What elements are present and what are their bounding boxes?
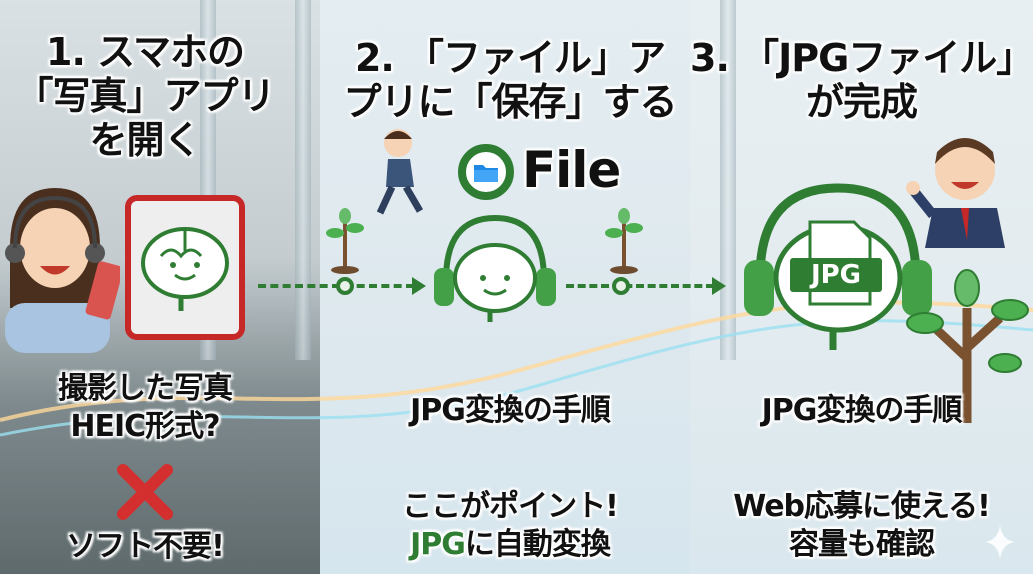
businessman-pointing-icon xyxy=(906,138,1005,248)
woman-with-phone-icon xyxy=(5,188,120,353)
step1-notes: 撮影した写真 HEIC形式? xyxy=(0,370,290,446)
step2-title-line: プリに「保存」する xyxy=(343,80,677,124)
step1-footer: ソフト不要! xyxy=(66,529,225,564)
files-app-label: File xyxy=(522,141,621,199)
step1-title-line: を開く xyxy=(89,118,201,162)
window-frame xyxy=(720,0,736,360)
step1-note-line: 撮影した写真 xyxy=(58,371,233,406)
flow-arrow-2 xyxy=(566,284,714,288)
photos-app-frame xyxy=(125,195,245,340)
step1-note-line: HEIC形式? xyxy=(70,409,220,444)
flow-node xyxy=(336,277,354,295)
step3-footer-line: 容量も確認 xyxy=(789,527,935,562)
step1-title: 1. スマホの 「写真」アプリ を開く xyxy=(0,30,290,162)
jpg-badge: JPG xyxy=(790,258,882,292)
step3-title-line: が完成 xyxy=(805,80,918,124)
sapling-icon xyxy=(326,208,364,274)
walking-man-icon xyxy=(376,129,424,215)
folder-icon xyxy=(474,165,498,182)
tree-icon xyxy=(906,269,1029,423)
brain-headphones-icon xyxy=(434,214,556,322)
step1-title-line: 「写真」アプリ xyxy=(15,74,275,118)
jpg-highlight: JPG xyxy=(410,527,466,562)
arrowhead xyxy=(412,277,426,295)
step3-caption: JPG変換の手順 xyxy=(761,393,963,428)
step3-footer-line: Web応募に使える! xyxy=(733,489,991,524)
sparkle-icon xyxy=(985,525,1015,559)
red-x-icon xyxy=(117,464,173,520)
step3-title-line: 3. 「JPGファイル」 xyxy=(690,36,1033,80)
step1-title-line: 1. スマホの xyxy=(46,30,245,74)
brain-icon xyxy=(141,227,229,311)
step2-footer: ここがポイント! JPGに自動変換 xyxy=(330,488,690,564)
arrowhead xyxy=(712,277,726,295)
flow-node xyxy=(612,277,630,295)
files-app-icon xyxy=(458,144,514,200)
step2-title-line: 2. 「ファイル」ア xyxy=(354,36,666,80)
step2-footer-rest: に自動変換 xyxy=(464,527,611,562)
step2-footer-line: ここがポイント! xyxy=(402,489,619,524)
step2-footer-line: JPGに自動変換 xyxy=(330,526,690,564)
step2-caption: JPG変換の手順 xyxy=(410,393,611,428)
step2-title: 2. 「ファイル」ア プリに「保存」する xyxy=(330,36,690,124)
step3-footer: Web応募に使える! 容量も確認 xyxy=(690,488,1033,564)
window-frame xyxy=(295,0,311,360)
sapling-icon xyxy=(605,208,643,274)
step3-title: 3. 「JPGファイル」 が完成 xyxy=(690,36,1033,124)
